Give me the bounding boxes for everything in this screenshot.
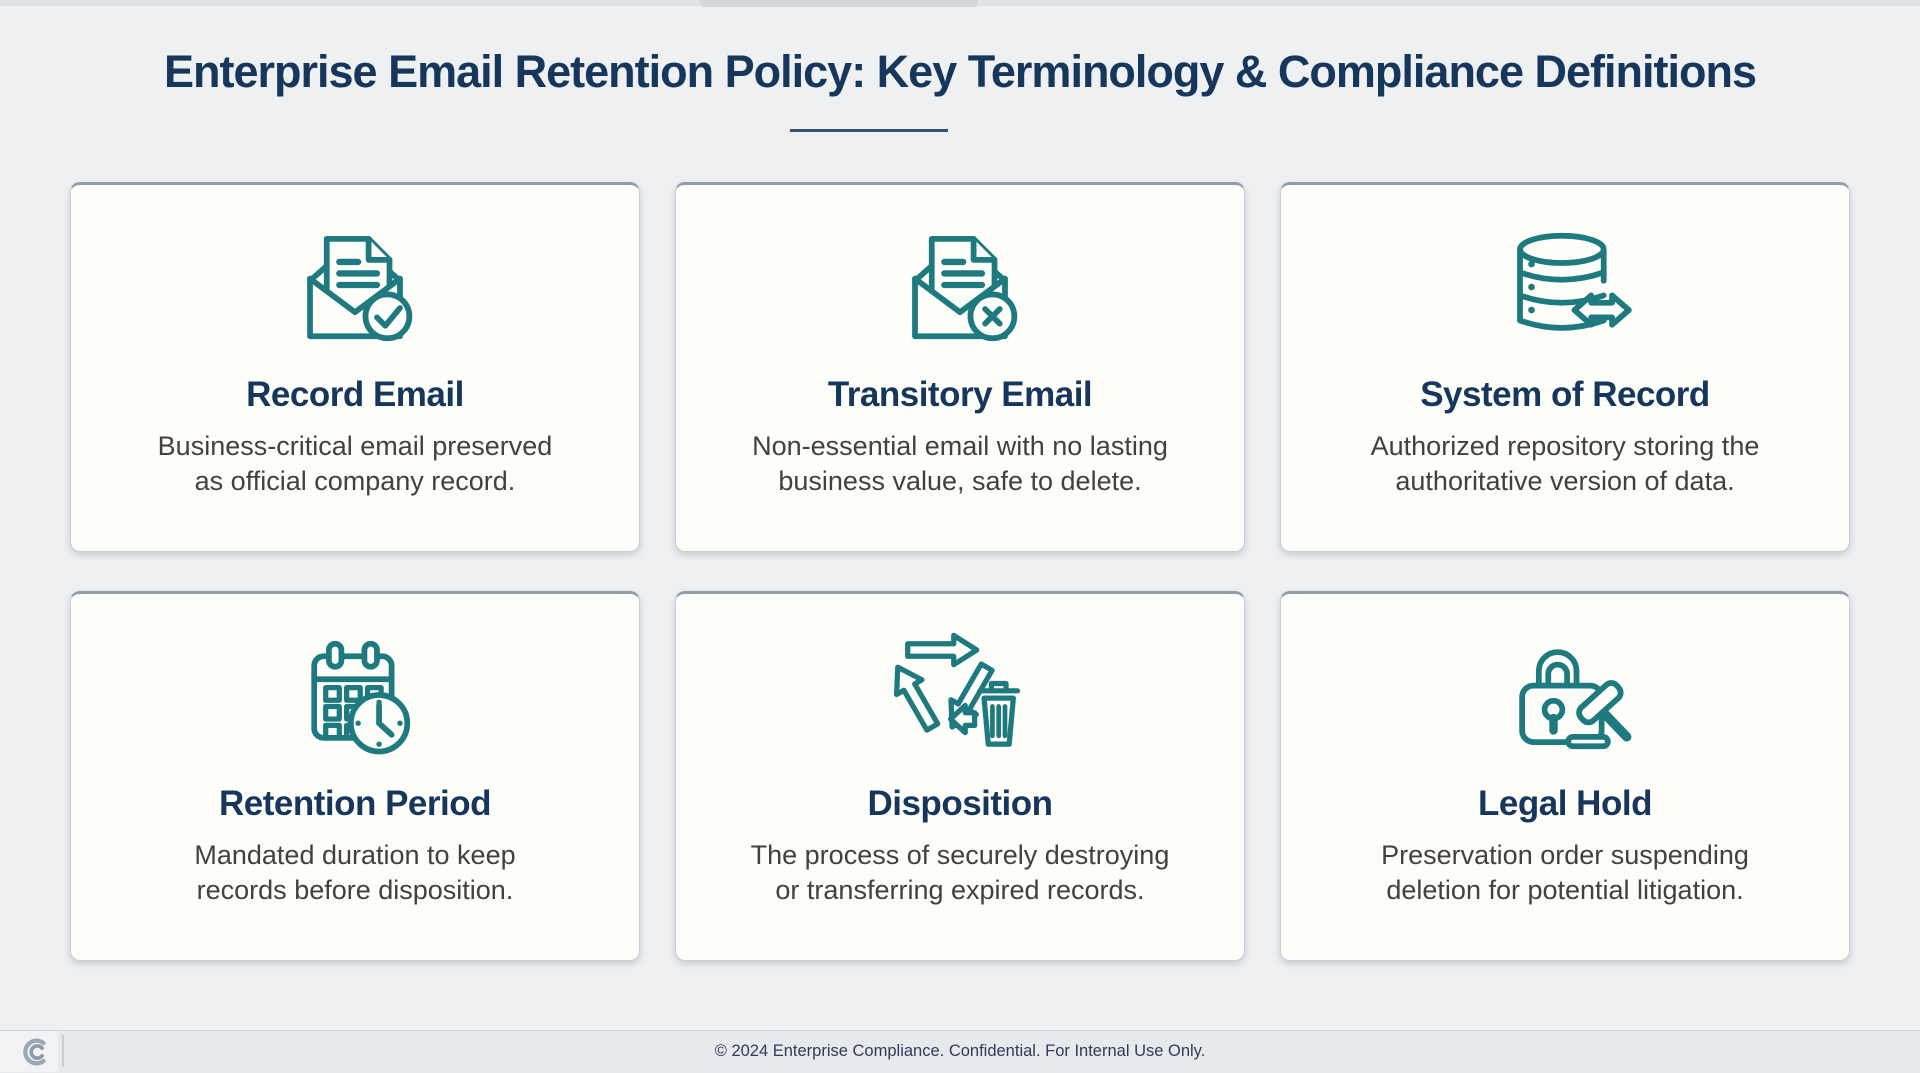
title-underline xyxy=(790,129,948,132)
card-description-line: Preservation order suspending xyxy=(1381,840,1749,870)
transitory-email-icon xyxy=(892,217,1028,355)
card-description-line: The process of securely destroying xyxy=(750,840,1170,870)
retention-period-icon xyxy=(287,626,423,764)
legal-hold-icon xyxy=(1497,626,1633,764)
card-description-line: Non-essential email with no lasting xyxy=(752,431,1168,461)
card-description: Preservation order suspending deletion f… xyxy=(1381,838,1749,908)
window-top-notch xyxy=(700,0,978,7)
copyright-logo-icon xyxy=(20,1036,52,1073)
card-description-line: Mandated duration to keep xyxy=(194,840,516,870)
card-description-line: authoritative version of data. xyxy=(1395,466,1735,496)
card-description-line: business value, safe to delete. xyxy=(778,466,1142,496)
card-title: Retention Period xyxy=(218,784,492,823)
system-of-record-icon xyxy=(1497,217,1633,355)
record-email-icon xyxy=(287,217,423,355)
card-retention-period: Retention Period Mandated duration to ke… xyxy=(70,591,640,961)
card-title: Disposition xyxy=(867,784,1053,823)
footer-divider xyxy=(62,1035,64,1067)
footer-text: © 2024 Enterprise Compliance. Confidenti… xyxy=(714,1042,1206,1060)
card-title: Record Email xyxy=(246,375,464,414)
card-system-of-record: System of Record Authorized repository s… xyxy=(1280,182,1850,552)
definition-cards-grid: Record Email Business-critical email pre… xyxy=(70,182,1850,961)
footer-logo-tile xyxy=(0,1031,58,1072)
disposition-icon xyxy=(892,626,1028,764)
card-title: System of Record xyxy=(1420,375,1710,414)
card-description-line: Business-critical email preserved xyxy=(157,431,553,461)
card-description-line: Authorized repository storing the xyxy=(1370,431,1760,461)
card-description: Non-essential email with no lasting busi… xyxy=(752,429,1168,499)
card-record-email: Record Email Business-critical email pre… xyxy=(70,182,640,552)
card-description: Mandated duration to keep records before… xyxy=(194,838,515,908)
card-description-line: or transferring expired records. xyxy=(775,875,1145,905)
card-description-line: as official company record. xyxy=(194,466,516,496)
card-description-line: deletion for potential litigation. xyxy=(1386,875,1744,905)
card-title: Legal Hold xyxy=(1478,784,1652,823)
card-disposition: Disposition The process of securely dest… xyxy=(675,591,1245,961)
footer-bar xyxy=(0,1030,1920,1073)
card-transitory-email: Transitory Email Non-essential email wit… xyxy=(675,182,1245,552)
card-description-line: records before disposition. xyxy=(196,875,514,905)
card-description: Authorized repository storing the author… xyxy=(1371,429,1760,499)
page-title: Enterprise Email Retention Policy: Key T… xyxy=(164,46,1757,97)
card-description: Business-critical email preserved as off… xyxy=(158,429,553,499)
card-title: Transitory Email xyxy=(827,375,1093,414)
card-legal-hold: Legal Hold Preservation order suspending… xyxy=(1280,591,1850,961)
card-description: The process of securely destroying or tr… xyxy=(751,838,1170,908)
